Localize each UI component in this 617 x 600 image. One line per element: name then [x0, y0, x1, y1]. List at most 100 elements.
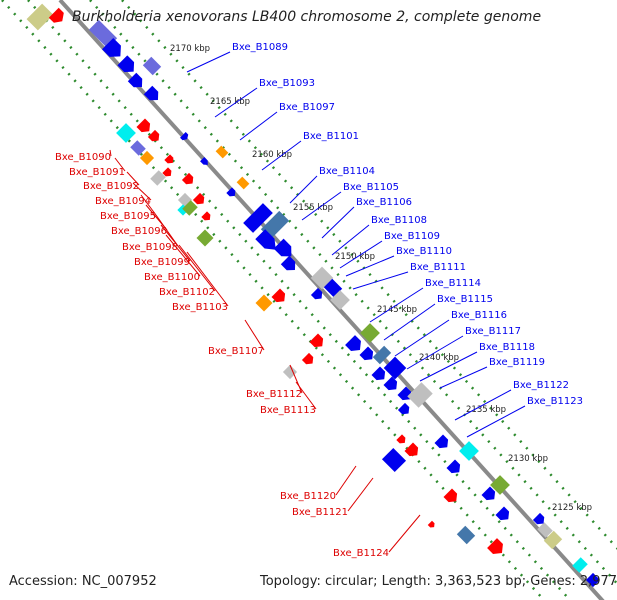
- forward-gene-label-13: Bxe_B1116: [451, 310, 507, 321]
- gene-arrow-49: [309, 333, 324, 348]
- gene-arrow-35: [310, 287, 323, 300]
- gene-arrow-18: [192, 192, 205, 205]
- gene-block-2: [88, 19, 118, 49]
- forward-leader-5: [301, 191, 342, 221]
- forward-gene-label-18: Bxe_B1123: [527, 396, 583, 407]
- reverse-leader-8: [165, 234, 201, 277]
- forward-leader-13: [394, 319, 450, 357]
- gene-block-11: [130, 140, 146, 156]
- reverse-leader-14: [335, 465, 357, 496]
- reverse-leader-9: [178, 244, 216, 292]
- topology-text: Topology: circular; Length: 3,363,523 bp…: [260, 574, 617, 589]
- gene-block-65: [537, 522, 553, 538]
- gene-block-53: [459, 441, 479, 461]
- gene-arrow-6: [127, 72, 143, 88]
- gene-block-37: [360, 323, 380, 343]
- reverse-gene-label-10: Bxe_B1103: [172, 302, 228, 313]
- reverse-leader-2: [126, 171, 140, 186]
- gene-block-26: [236, 176, 250, 190]
- gene-arrow-38: [345, 335, 361, 351]
- gene-arrow-32: [280, 255, 296, 271]
- tick-label-5: 2145 kbp: [377, 305, 417, 315]
- forward-leader-2: [239, 111, 278, 141]
- reverse-gene-label-0: Bxe_B1090: [55, 152, 111, 163]
- tick-label-4: 2150 kbp: [335, 252, 375, 262]
- tick-label-6: 2140 kbp: [419, 353, 459, 363]
- gene-block-55: [381, 447, 407, 473]
- reverse-gene-label-14: Bxe_B1120: [280, 491, 336, 502]
- forward-leader-12: [383, 303, 436, 341]
- forward-gene-label-11: Bxe_B1114: [425, 278, 481, 289]
- gene-arrow-16: [181, 172, 194, 185]
- gene-arrow-43: [383, 376, 398, 391]
- gene-arrow-7: [143, 85, 159, 101]
- gene-arrow-54: [446, 459, 461, 474]
- gene-arrow-59: [481, 486, 496, 501]
- forward-gene-label-1: Bxe_B1093: [259, 78, 315, 89]
- forward-leader-6: [321, 206, 355, 239]
- tick-label-0: 2170 kbp: [170, 44, 210, 54]
- gene-block-20: [182, 200, 198, 216]
- forward-leader-7: [331, 224, 370, 256]
- forward-gene-label-2: Bxe_B1097: [279, 102, 335, 113]
- reverse-leader-15: [347, 477, 374, 512]
- gene-block-67: [543, 530, 563, 550]
- forward-leader-10: [352, 271, 409, 290]
- forward-gene-label-9: Bxe_B1110: [396, 246, 452, 257]
- reverse-leader-4: [140, 194, 157, 216]
- forward-gene-label-8: Bxe_B1109: [384, 231, 440, 242]
- reverse-leader-12: [289, 364, 303, 394]
- accession-text: Accession: NC_007952: [9, 574, 157, 589]
- forward-gene-label-5: Bxe_B1105: [343, 182, 399, 193]
- gene-arrow-4: [117, 55, 135, 73]
- gene-arrow-61: [443, 488, 458, 503]
- reverse-gene-label-13: Bxe_B1113: [260, 405, 316, 416]
- forward-gene-label-0: Bxe_B1089: [232, 42, 288, 53]
- gene-arrow-57: [404, 442, 419, 457]
- gene-block-40: [372, 345, 392, 365]
- gene-arrow-9: [136, 118, 151, 133]
- gene-arrow-25: [180, 132, 189, 141]
- tick-label-1: 2165 kbp: [210, 97, 250, 107]
- gene-block-5: [142, 56, 162, 76]
- reverse-leader-13: [295, 381, 317, 410]
- forward-gene-label-14: Bxe_B1117: [465, 326, 521, 337]
- gene-block-22: [196, 229, 214, 247]
- gene-arrow-60: [495, 506, 510, 521]
- gene-arrow-21: [201, 211, 211, 221]
- gene-block-28: [243, 203, 273, 233]
- gene-block-68: [572, 557, 588, 573]
- forward-leader-1: [214, 87, 258, 118]
- gene-arrow-64: [487, 538, 503, 554]
- forward-leader-0: [186, 51, 231, 73]
- gene-block-47: [255, 294, 273, 312]
- gene-arrow-62: [427, 520, 435, 528]
- forward-gene-label-4: Bxe_B1104: [319, 166, 375, 177]
- tick-label-7: 2135 kbp: [466, 405, 506, 415]
- forward-leader-14: [406, 335, 464, 370]
- gene-arrow-50: [301, 352, 314, 365]
- reverse-leader-3: [132, 182, 152, 201]
- reverse-gene-label-3: Bxe_B1094: [95, 196, 151, 207]
- gene-arrow-52: [434, 434, 449, 449]
- reverse-gene-label-9: Bxe_B1102: [159, 287, 215, 298]
- gene-block-8: [116, 123, 136, 143]
- gene-block-0: [26, 3, 54, 31]
- map-title: Burkholderia xenovorans LB400 chromosome…: [72, 9, 542, 25]
- chromosome-backbone: [58, 0, 605, 600]
- gene-arrow-10: [147, 129, 160, 142]
- forward-gene-label-10: Bxe_B1111: [410, 262, 466, 273]
- gene-arrow-42: [371, 366, 386, 381]
- reverse-gene-label-11: Bxe_B1107: [208, 346, 264, 357]
- gene-arrow-56: [396, 434, 406, 444]
- forward-leader-11: [369, 287, 424, 323]
- reverse-leader-0: [109, 149, 112, 157]
- forward-gene-label-17: Bxe_B1122: [513, 380, 569, 391]
- gene-arrow-30: [255, 229, 276, 250]
- gene-block-63: [456, 525, 476, 545]
- gene-block-51: [282, 364, 298, 380]
- gene-arrow-3: [101, 37, 121, 57]
- gene-block-41: [383, 356, 407, 380]
- gene-block-23: [215, 145, 229, 159]
